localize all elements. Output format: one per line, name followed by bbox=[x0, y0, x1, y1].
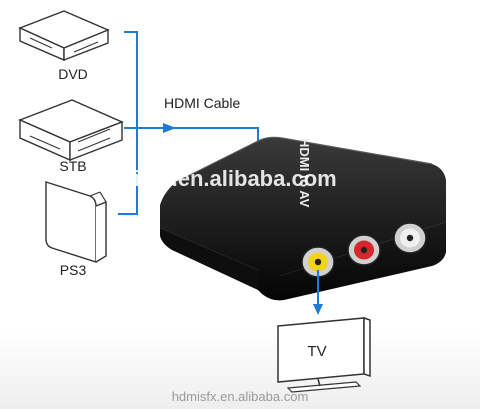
product-label: HDMI to AV bbox=[297, 138, 312, 208]
arrow-down-icon bbox=[313, 304, 323, 315]
arrow-right-icon bbox=[163, 123, 176, 133]
tv-icon bbox=[277, 316, 371, 393]
white-jack-icon bbox=[393, 222, 427, 254]
stb-icon bbox=[18, 99, 124, 162]
ps3-icon bbox=[45, 181, 107, 263]
converter-box: HDMI to AV bbox=[160, 136, 446, 301]
tv-label: TV bbox=[307, 343, 326, 360]
dvd-label: DVD bbox=[58, 66, 88, 82]
center-watermark: hdmisfx.en.alibaba.com bbox=[87, 166, 336, 191]
footer-watermark: hdmisfx.en.alibaba.com bbox=[172, 389, 309, 404]
red-jack-icon bbox=[347, 234, 381, 266]
ps3-label: PS3 bbox=[60, 262, 87, 278]
cable-label: HDMI Cable bbox=[164, 95, 240, 111]
dvd-icon bbox=[18, 10, 110, 62]
yellow-jack-icon bbox=[301, 246, 335, 278]
floor-shade bbox=[0, 330, 480, 409]
stb-label: STB bbox=[59, 158, 86, 174]
